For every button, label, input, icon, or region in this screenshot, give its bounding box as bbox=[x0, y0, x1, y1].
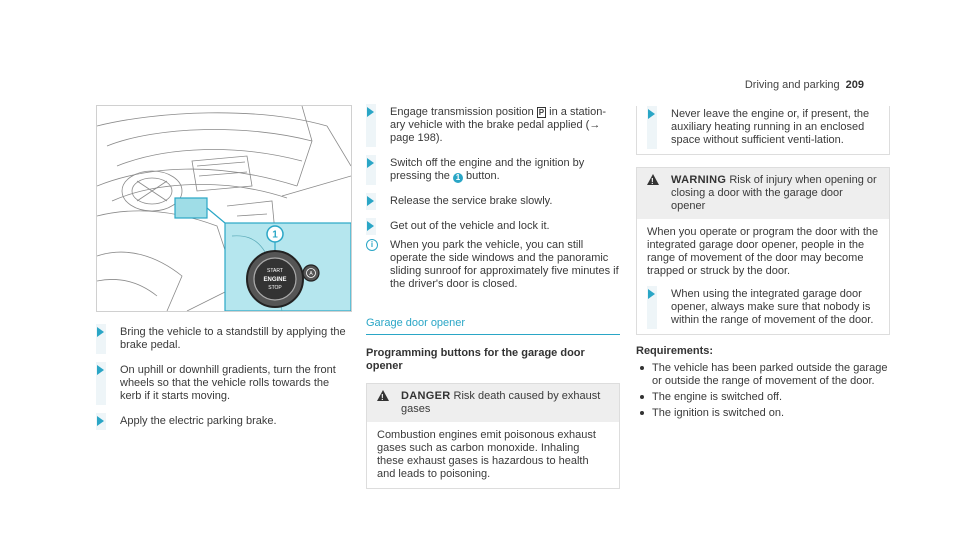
step-arrow-icon bbox=[648, 289, 655, 299]
step-arrow-icon bbox=[97, 416, 104, 426]
step-arrow-icon bbox=[97, 327, 104, 337]
step-arrow-icon bbox=[367, 107, 374, 117]
list-item: The ignition is switched on. bbox=[636, 407, 890, 420]
button-text-stop: STOP bbox=[268, 285, 282, 291]
danger-box-continued: Never leave the engine or, if present, t… bbox=[636, 106, 890, 155]
warning-label: WARNING bbox=[671, 174, 727, 186]
danger-title: Risk death caused by exhaust gases bbox=[401, 390, 601, 415]
instruction-step: When using the integrated garage door op… bbox=[647, 286, 879, 329]
step-text: On uphill or downhill gradients, turn th… bbox=[120, 364, 336, 402]
instruction-step: Never leave the engine or, if present, t… bbox=[647, 106, 879, 149]
subheading: Programming buttons for the garage door … bbox=[366, 347, 585, 372]
column-3: Never leave the engine or, if present, t… bbox=[636, 106, 890, 423]
step-text: When using the integrated garage door op… bbox=[671, 288, 874, 326]
step-text: Release the service brake slowly. bbox=[390, 195, 553, 207]
column-1: Bring the vehicle to a standstill by app… bbox=[96, 324, 350, 440]
info-note: i When you park the vehicle, you can stil… bbox=[366, 239, 620, 291]
continued-step: Never leave the engine or, if present, t… bbox=[637, 106, 889, 154]
step-text: Switch off the engine and the ignition b… bbox=[390, 157, 585, 182]
warning-box: WARNING Risk of injury when opening or c… bbox=[636, 167, 890, 335]
section-name: Driving and parking bbox=[744, 79, 840, 91]
list-item: The engine is switched off. bbox=[636, 391, 890, 404]
instruction-step: Engage transmission position P in a stat… bbox=[366, 104, 620, 147]
instruction-step: Release the service brake slowly. bbox=[366, 193, 620, 210]
page-header: Driving and parking 209 bbox=[745, 79, 864, 91]
requirements-list: The vehicle has been parked outside the … bbox=[636, 362, 890, 420]
instruction-step: Switch off the engine and the ignition b… bbox=[366, 155, 620, 185]
auto-start-stop-button bbox=[302, 264, 320, 282]
instruction-step: Bring the vehicle to a standstill by app… bbox=[96, 324, 350, 354]
button-text-start: START bbox=[267, 268, 283, 274]
list-item: The vehicle has been parked outside the … bbox=[636, 362, 890, 388]
step-arrow-icon bbox=[648, 109, 655, 119]
warning-header: WARNING Risk of injury when opening or c… bbox=[637, 168, 889, 219]
button-text-engine: ENGINE bbox=[263, 277, 286, 283]
danger-header: DANGER Risk death caused by exhaust gase… bbox=[367, 384, 619, 422]
step-text: in a station-ary vehicle with the brake … bbox=[390, 106, 607, 144]
info-icon: i bbox=[366, 239, 378, 251]
step-text: Bring the vehicle to a standstill by app… bbox=[120, 326, 346, 351]
warning-triangle-icon bbox=[377, 390, 389, 404]
step-arrow-icon bbox=[367, 196, 374, 206]
dashboard-illustration: 1 START ENGINE STOP A bbox=[96, 105, 352, 312]
start-stop-button-icon bbox=[253, 257, 297, 301]
page-number: 209 bbox=[845, 79, 864, 91]
warning-text: When you operate or program the door wit… bbox=[647, 226, 879, 277]
auto-icon-label: A bbox=[309, 271, 313, 277]
danger-body: Combustion engines emit poisonous exhaus… bbox=[377, 429, 596, 480]
step-text: Never leave the engine or, if present, t… bbox=[671, 108, 870, 146]
step-text: Apply the electric parking brake. bbox=[120, 415, 277, 427]
auto-icon bbox=[306, 268, 316, 278]
warning-triangle-icon bbox=[647, 174, 659, 188]
info-text: When you park the vehicle, you can still… bbox=[390, 239, 619, 290]
dashboard-drawing: 1 START ENGINE STOP A bbox=[97, 106, 351, 311]
instruction-step: Get out of the vehicle and lock it. bbox=[366, 218, 620, 235]
step-arrow-icon bbox=[367, 221, 374, 231]
requirements-title: Requirements: bbox=[636, 345, 714, 357]
callout-badge-label: 1 bbox=[272, 230, 278, 241]
instruction-step: Apply the electric parking brake. bbox=[96, 413, 350, 430]
danger-box: DANGER Risk death caused by exhaust gase… bbox=[366, 383, 620, 489]
warning-body: When you operate or program the door wit… bbox=[637, 219, 889, 334]
callout-1-icon: 1 bbox=[452, 173, 463, 183]
instruction-step: On uphill or downhill gradients, turn th… bbox=[96, 362, 350, 405]
step-arrow-icon bbox=[97, 365, 104, 375]
highlight-area bbox=[174, 197, 208, 219]
section-title: Garage door opener bbox=[366, 317, 620, 335]
warning-title: Risk of injury when opening or closing a… bbox=[671, 174, 877, 212]
danger-label: DANGER bbox=[401, 390, 451, 402]
step-text: button. bbox=[462, 170, 500, 182]
step-text: Engage transmission position bbox=[390, 106, 537, 118]
step-text: Get out of the vehicle and lock it. bbox=[390, 220, 550, 232]
step-arrow-icon bbox=[367, 158, 374, 168]
park-position-icon: P bbox=[536, 107, 547, 118]
column-2: Engage transmission position P in a stat… bbox=[366, 104, 620, 489]
